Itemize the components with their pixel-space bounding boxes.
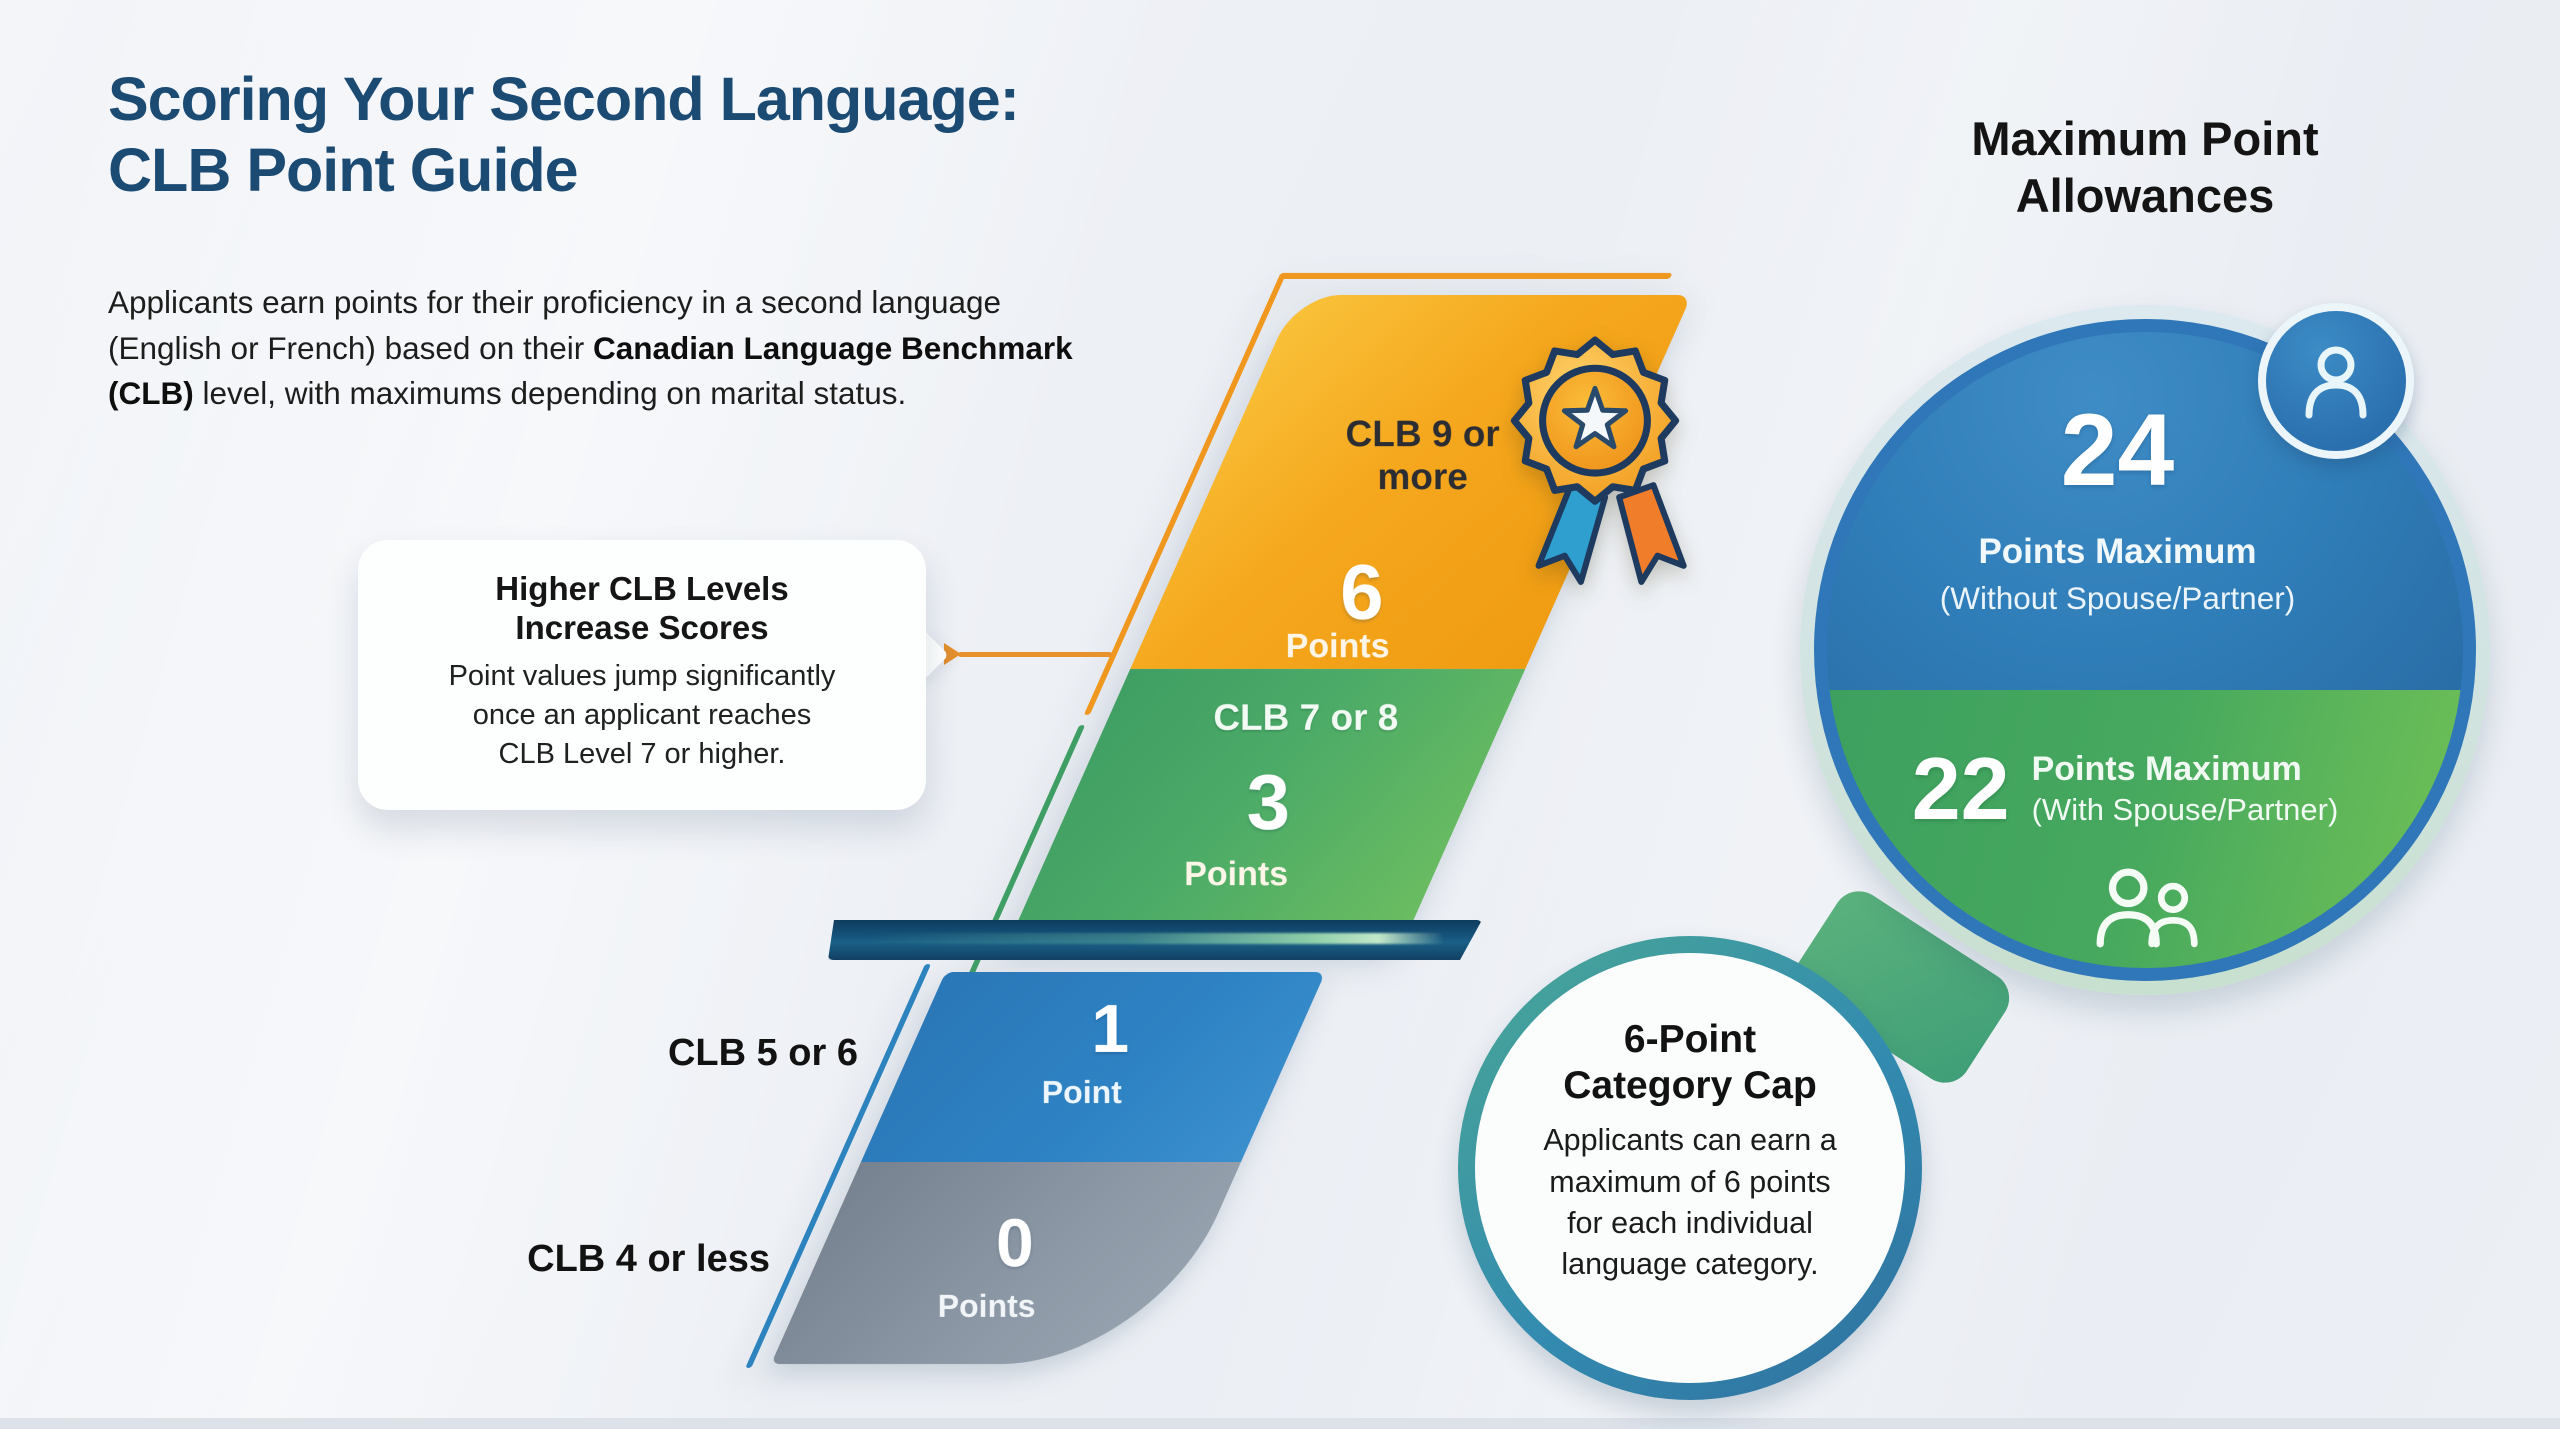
label-clb4: CLB 4 or less [527, 1238, 770, 1280]
segment-clb78-points-value: 3 [1246, 758, 1290, 846]
segment-clb56-points-value: 1 [1091, 991, 1130, 1067]
callout-title: Higher CLB Levels Increase Scores [358, 570, 926, 648]
ribbon-right [1616, 482, 1687, 585]
clb-bar-lower: 1 Point 0 Points [745, 964, 1326, 1368]
segment-clb56-points-unit: Point [1041, 1074, 1122, 1110]
page-title-line1: Scoring Your Second Language: [108, 65, 1020, 133]
accent-line-orange-top [1277, 273, 1673, 279]
page-title-line2: CLB Point Guide [108, 135, 579, 204]
category-cap-body: Applicants can earn a maximum of 6 point… [1543, 1123, 1837, 1282]
callout-body-line2: once an applicant reaches [472, 698, 812, 731]
with-spouse-sublabel: (With Spouse/Partner) [2031, 792, 2339, 828]
callout-title-line2: Increase Scores [515, 608, 769, 646]
connector-arrow-icon [944, 643, 961, 665]
person-icon [2305, 346, 2367, 419]
callout-body-line3: CLB Level 7 or higher. [498, 737, 786, 770]
intro-after: level, with maximums depending on marita… [193, 375, 907, 412]
segment-clb78-label: CLB 7 or 8 [1213, 697, 1399, 738]
divider-bar [828, 920, 1482, 960]
label-clb56: CLB 5 or 6 [667, 1032, 858, 1074]
segment-clb78-points-unit: Points [1184, 855, 1289, 893]
callout-body-line1: Point values jump significantly [448, 659, 836, 692]
page-title: Scoring Your Second Language: CLB Point … [108, 64, 1020, 206]
value-24: 24 [2060, 393, 2175, 507]
callout: Higher CLB Levels Increase Scores Point … [358, 540, 926, 810]
medal-icon [1510, 336, 1687, 585]
segment-clb4-points-value: 0 [995, 1205, 1034, 1281]
segment-clb4-points-unit: Points [937, 1288, 1036, 1324]
category-cap-title: 6-Point Category Cap [1563, 1018, 1817, 1108]
points-maximum-label: Points Maximum [2031, 749, 2302, 788]
callout-body: Point values jump significantly once an … [358, 657, 926, 774]
segment-clb78: CLB 7 or 8 3 Points [1006, 669, 1526, 948]
points-maximum-label: Points Maximum [1978, 532, 2257, 571]
with-spouse-half: 22 Points Maximum (With Spouse/Partner) [1827, 690, 2463, 968]
without-spouse-sublabel: (Without Spouse/Partner) [1939, 580, 2296, 616]
intro-before: Applicants earn points for their profici… [108, 284, 1002, 366]
single-applicant-badge [2258, 303, 2414, 459]
two-person-icon [2096, 868, 2198, 948]
category-cap-circle: 6-Point Category Cap Applicants can earn… [1458, 936, 1922, 1400]
connector-line-orange [958, 652, 1112, 657]
callout-title-line1: Higher CLB Levels [495, 570, 789, 607]
max-points-circle-inner: 24 Points Maximum (Without Spouse/Partne… [1827, 332, 2463, 968]
segment-clb56: 1 Point [860, 972, 1326, 1162]
segment-clb9-points-unit: Points [1285, 627, 1390, 665]
bottom-edge-strip [0, 1418, 2560, 1429]
max-allowances-heading: Maximum Point Allowances [1971, 112, 2319, 223]
value-22: 22 [1911, 739, 2010, 838]
intro-bold: Canadian Language Benchmark (CLB) [108, 329, 1073, 412]
intro-text: Applicants earn points for their profici… [108, 280, 1083, 417]
segment-clb4: 0 Points [771, 1162, 1241, 1364]
star-icon [1561, 385, 1629, 450]
